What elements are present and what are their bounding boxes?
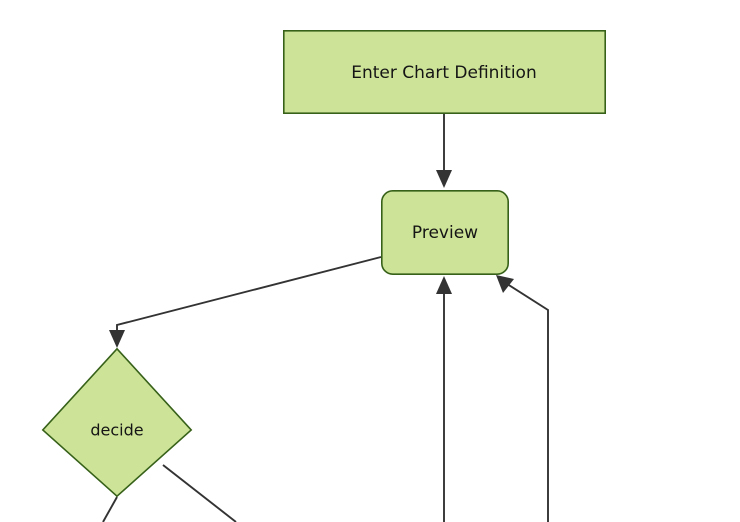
edge-decide-down-left-line <box>102 496 118 522</box>
node-preview[interactable]: Preview <box>380 190 509 276</box>
node-preview-shape <box>380 190 509 276</box>
edge-preview-to-decide-line <box>116 256 382 340</box>
node-enter-chart-definition[interactable]: Enter Chart Definition <box>282 29 606 115</box>
node-decide-shape <box>41 347 193 498</box>
node-enter-chart-definition-shape <box>282 29 606 115</box>
edge-bottom-right-to-preview-line <box>500 279 549 522</box>
edge-enter-to-preview[interactable] <box>436 114 452 188</box>
edge-preview-to-decide[interactable] <box>109 256 382 348</box>
edge-enter-to-preview-arrowhead <box>436 170 452 188</box>
node-layer: Enter Chart Definition Preview decide <box>41 29 606 498</box>
edge-bottom-center-to-preview[interactable] <box>436 276 452 522</box>
edge-bottom-center-to-preview-arrowhead <box>436 276 452 294</box>
node-decide[interactable]: decide <box>41 347 193 498</box>
edge-layer <box>102 114 549 522</box>
edge-decide-down-left[interactable] <box>102 496 118 522</box>
edge-decide-down-right-line <box>162 464 237 522</box>
edge-bottom-right-to-preview[interactable] <box>496 275 549 522</box>
edge-preview-to-decide-arrowhead <box>109 330 125 348</box>
edge-bottom-right-to-preview-arrowhead <box>496 275 514 293</box>
edge-decide-down-right[interactable] <box>162 464 237 522</box>
